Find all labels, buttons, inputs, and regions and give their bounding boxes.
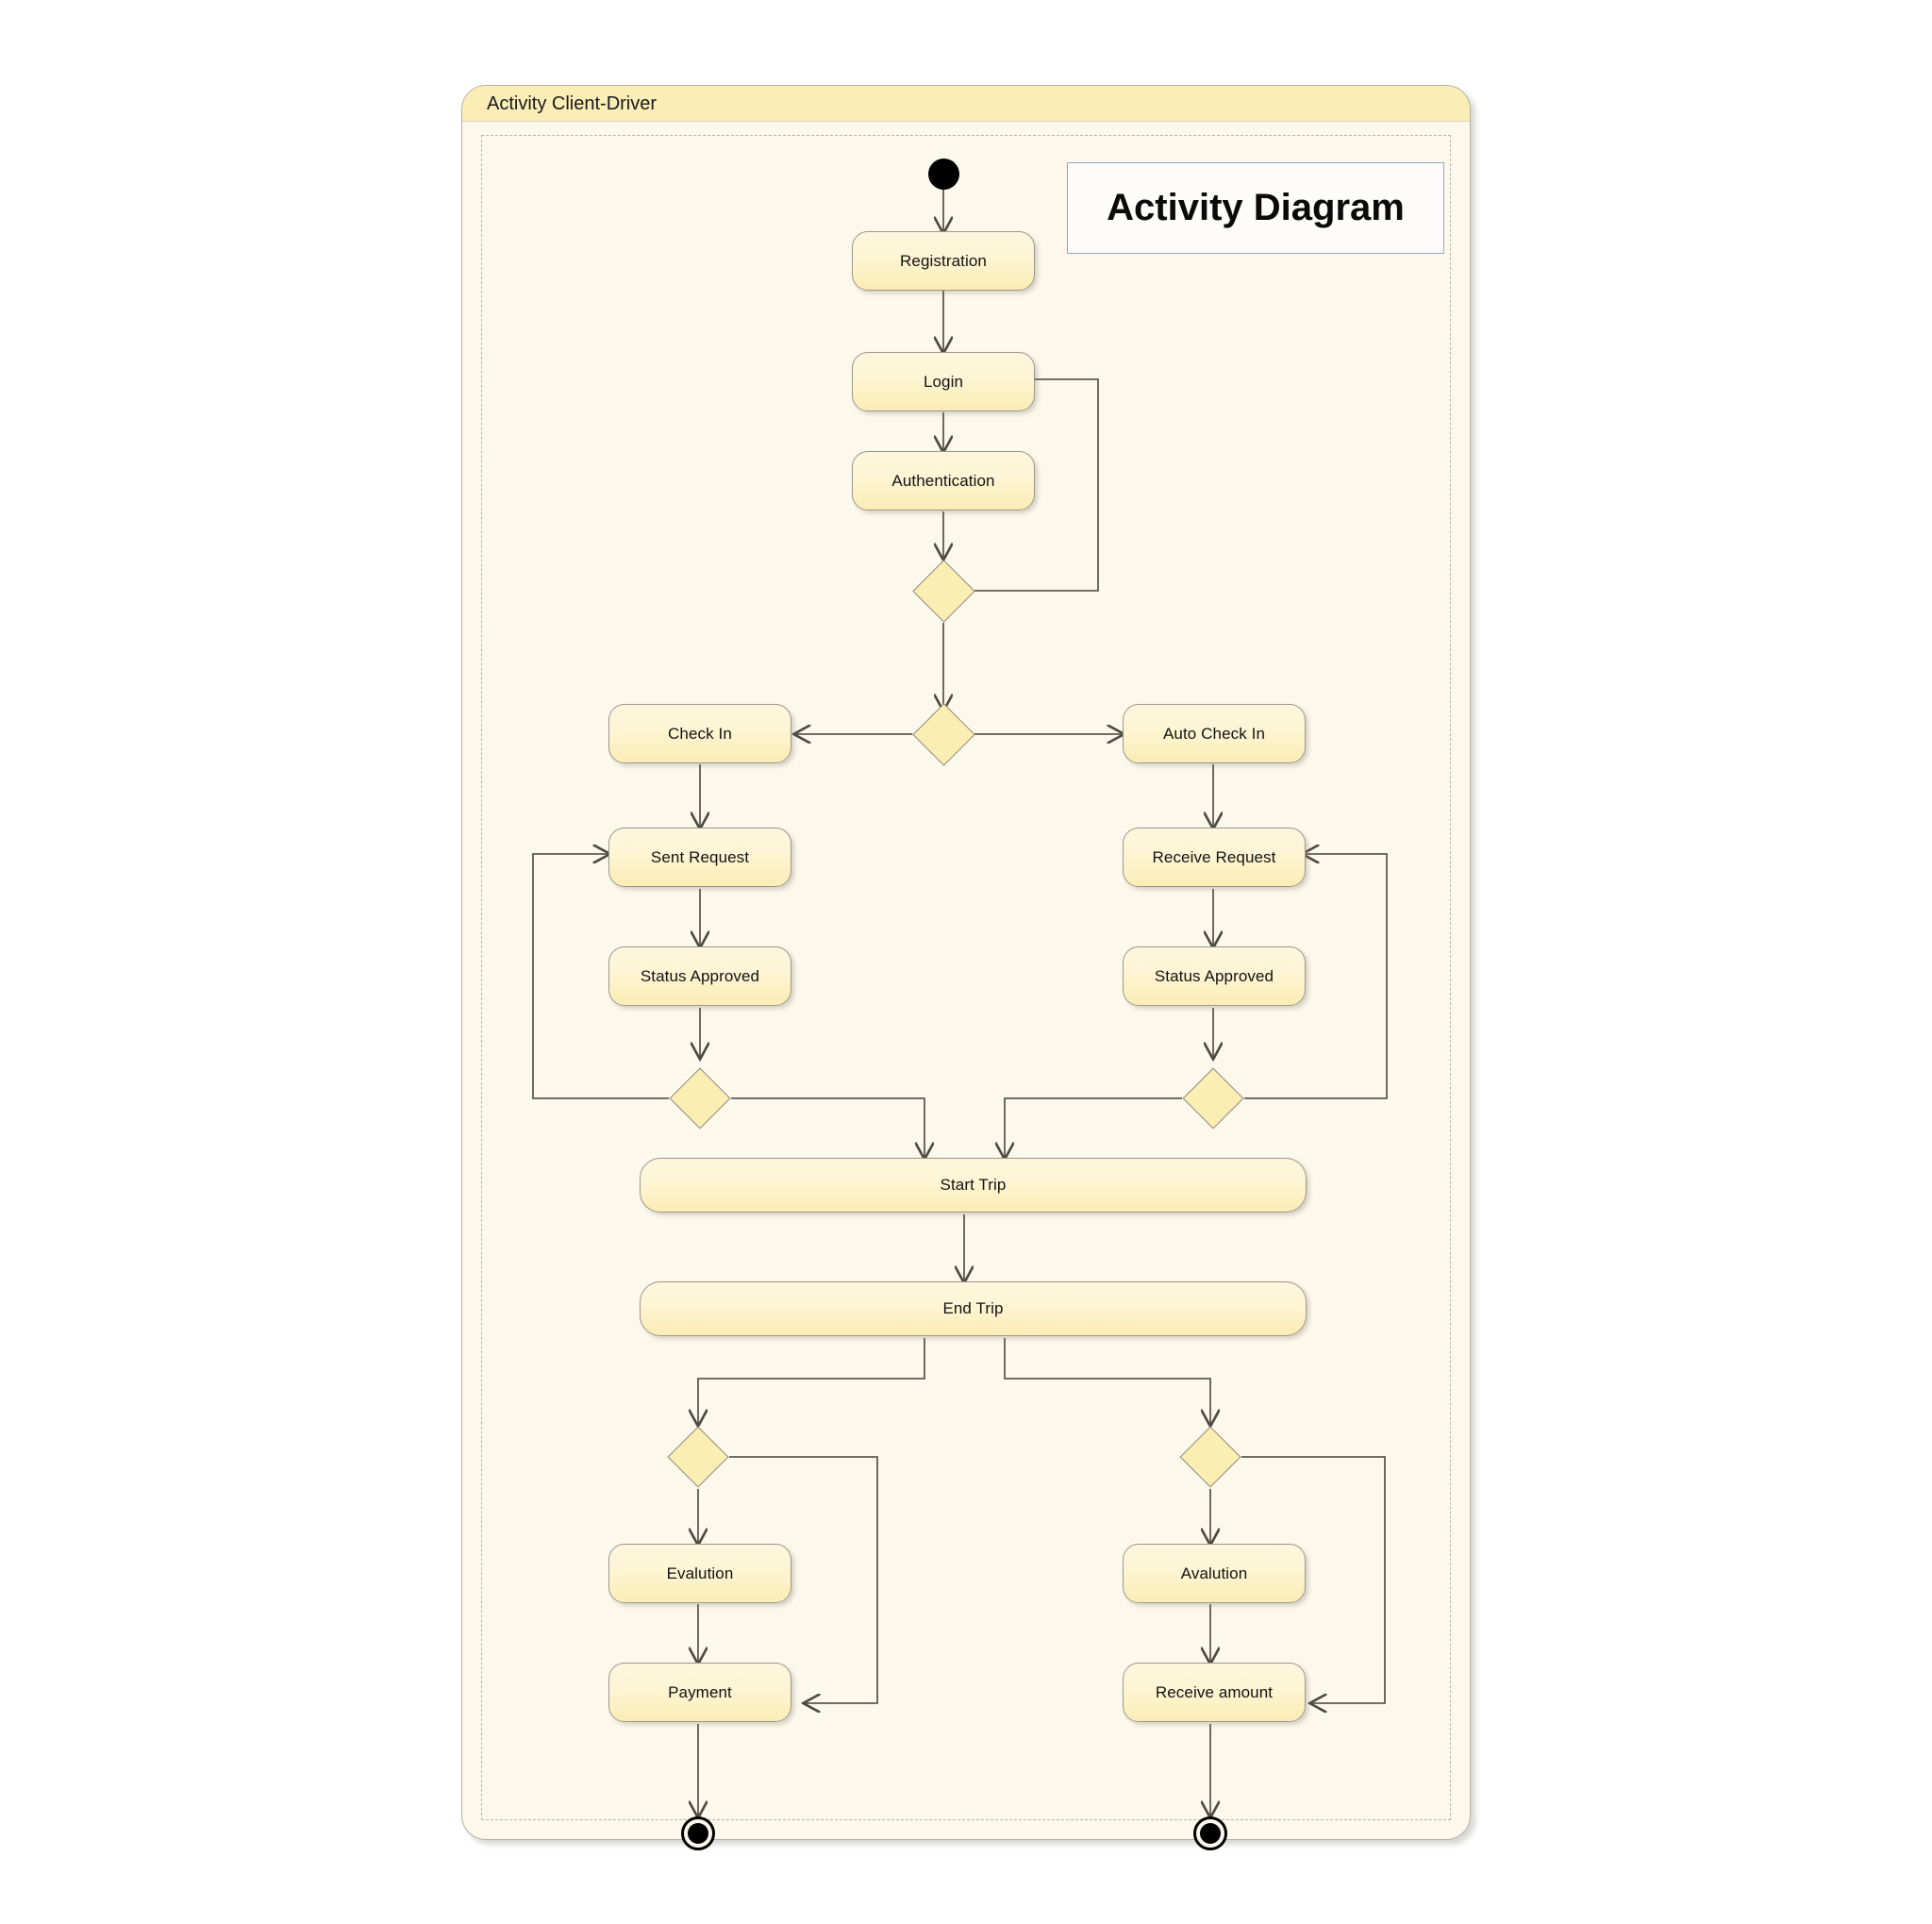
action-node-evalution-label: Evalution: [666, 1564, 734, 1582]
action-node-status-approved-right[interactable]: Status Approved: [1123, 946, 1306, 1006]
action-node-login-label: Login: [923, 372, 964, 391]
action-node-authentication[interactable]: Authentication: [852, 451, 1035, 510]
action-node-registration-label: Registration: [900, 251, 987, 270]
action-node-payment-label: Payment: [668, 1682, 732, 1701]
action-node-end-trip-label: End Trip: [942, 1299, 1004, 1317]
action-node-avalution[interactable]: Avalution: [1123, 1544, 1306, 1603]
action-node-payment[interactable]: Payment: [608, 1663, 791, 1722]
action-node-login[interactable]: Login: [852, 352, 1035, 411]
action-node-check-in[interactable]: Check In: [608, 704, 791, 763]
action-node-auto-check-in-label: Auto Check In: [1162, 724, 1266, 743]
action-node-evalution[interactable]: Evalution: [608, 1544, 791, 1603]
action-node-receive-request[interactable]: Receive Request: [1123, 828, 1306, 887]
initial-node: [928, 159, 959, 190]
action-node-status-approved-right-label: Status Approved: [1154, 966, 1274, 985]
action-node-avalution-label: Avalution: [1180, 1564, 1248, 1582]
action-node-status-approved-left[interactable]: Status Approved: [608, 946, 791, 1006]
final-node-left: [681, 1816, 715, 1850]
action-node-receive-amount[interactable]: Receive amount: [1123, 1663, 1306, 1722]
action-node-start-trip-label: Start Trip: [940, 1176, 1007, 1194]
activity-frame-header: [462, 86, 1470, 122]
action-node-end-trip[interactable]: End Trip: [640, 1281, 1307, 1336]
activity-diagram-title-text: Activity Diagram: [1107, 187, 1405, 228]
action-node-receive-request-label: Receive Request: [1152, 847, 1276, 866]
action-node-sent-request-label: Sent Request: [650, 847, 750, 866]
action-node-authentication-label: Authentication: [891, 471, 995, 490]
activity-frame-dashed-border: [481, 135, 1451, 1820]
final-node-right: [1193, 1816, 1227, 1850]
activity-diagram-title-box: Activity Diagram: [1067, 162, 1444, 254]
action-node-registration[interactable]: Registration: [852, 231, 1035, 291]
action-node-status-approved-left-label: Status Approved: [640, 966, 760, 985]
action-node-start-trip[interactable]: Start Trip: [640, 1158, 1307, 1213]
activity-frame-title: Activity Client-Driver: [487, 93, 658, 114]
action-node-auto-check-in[interactable]: Auto Check In: [1123, 704, 1306, 763]
action-node-check-in-label: Check In: [668, 724, 732, 743]
action-node-sent-request[interactable]: Sent Request: [608, 828, 791, 887]
action-node-receive-amount-label: Receive amount: [1155, 1682, 1274, 1701]
